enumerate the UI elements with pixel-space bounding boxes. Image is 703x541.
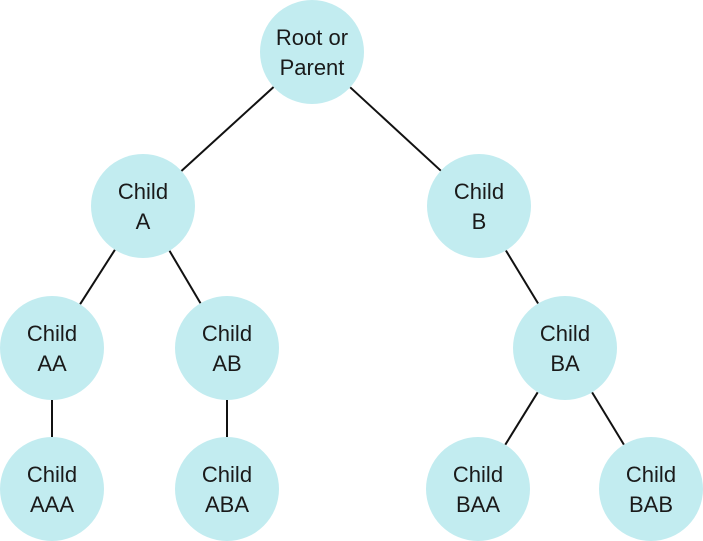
node-label-line: ABA <box>205 492 249 517</box>
edge-root-a <box>180 86 275 172</box>
edges-layer <box>51 86 625 446</box>
node-root: Root or Parent <box>260 0 364 104</box>
node-label-line: AA <box>37 351 67 376</box>
node-circle <box>0 296 104 400</box>
node-label-line: Child <box>454 179 504 204</box>
node-label-line: Root or <box>276 25 348 50</box>
node-circle <box>260 0 364 104</box>
edge-ba-baa <box>504 391 539 446</box>
node-circle <box>599 437 703 541</box>
node-circle <box>91 154 195 258</box>
node-circle <box>175 437 279 541</box>
node-label-line: Child <box>27 462 77 487</box>
node-label-line: BAB <box>629 492 673 517</box>
node-label-line: AB <box>212 351 241 376</box>
node-label-line: A <box>136 209 151 234</box>
node-label-line: Child <box>453 462 503 487</box>
node-circle <box>513 296 617 400</box>
node-label: Root or Parent <box>276 25 348 80</box>
node-label-line: Child <box>27 321 77 346</box>
edge-root-b <box>349 86 442 172</box>
node-circle <box>175 296 279 400</box>
node-label-line: BA <box>550 351 580 376</box>
edge-ba-bab <box>591 391 625 446</box>
node-label-line: Child <box>626 462 676 487</box>
edge-a-aa <box>79 249 116 305</box>
node-label-line: B <box>472 209 487 234</box>
node-label-line: Child <box>540 321 590 346</box>
node-label-line: Child <box>202 321 252 346</box>
node-label-line: BAA <box>456 492 500 517</box>
edge-b-ba <box>505 249 539 305</box>
node-label-line: Child <box>202 462 252 487</box>
node-circle <box>0 437 104 541</box>
node-label-line: Child <box>118 179 168 204</box>
node-circle <box>427 154 531 258</box>
edge-a-ab <box>168 250 202 304</box>
node-circle <box>426 437 530 541</box>
node-label-line: Parent <box>280 55 345 80</box>
node-label-line: AAA <box>30 492 74 517</box>
